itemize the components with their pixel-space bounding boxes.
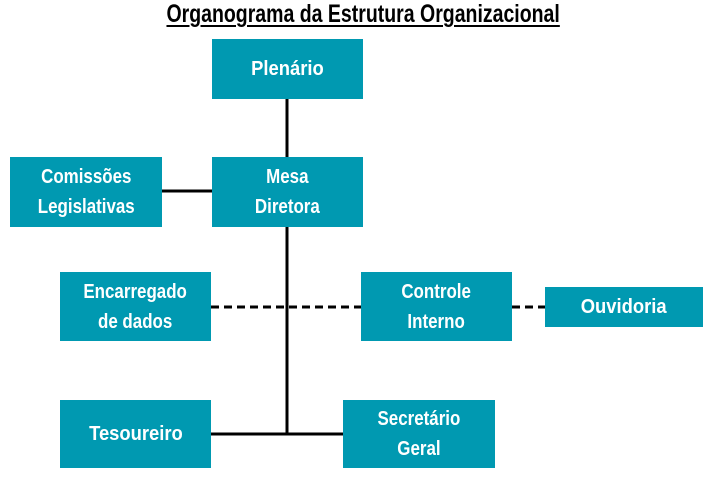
node-plenario: Plenário	[212, 39, 363, 99]
diagram-title: Organograma da Estrutura Organizacional	[166, 0, 560, 28]
node-ouvidoria: Ouvidoria	[545, 287, 703, 327]
node-tesoureiro: Tesoureiro	[60, 400, 211, 468]
